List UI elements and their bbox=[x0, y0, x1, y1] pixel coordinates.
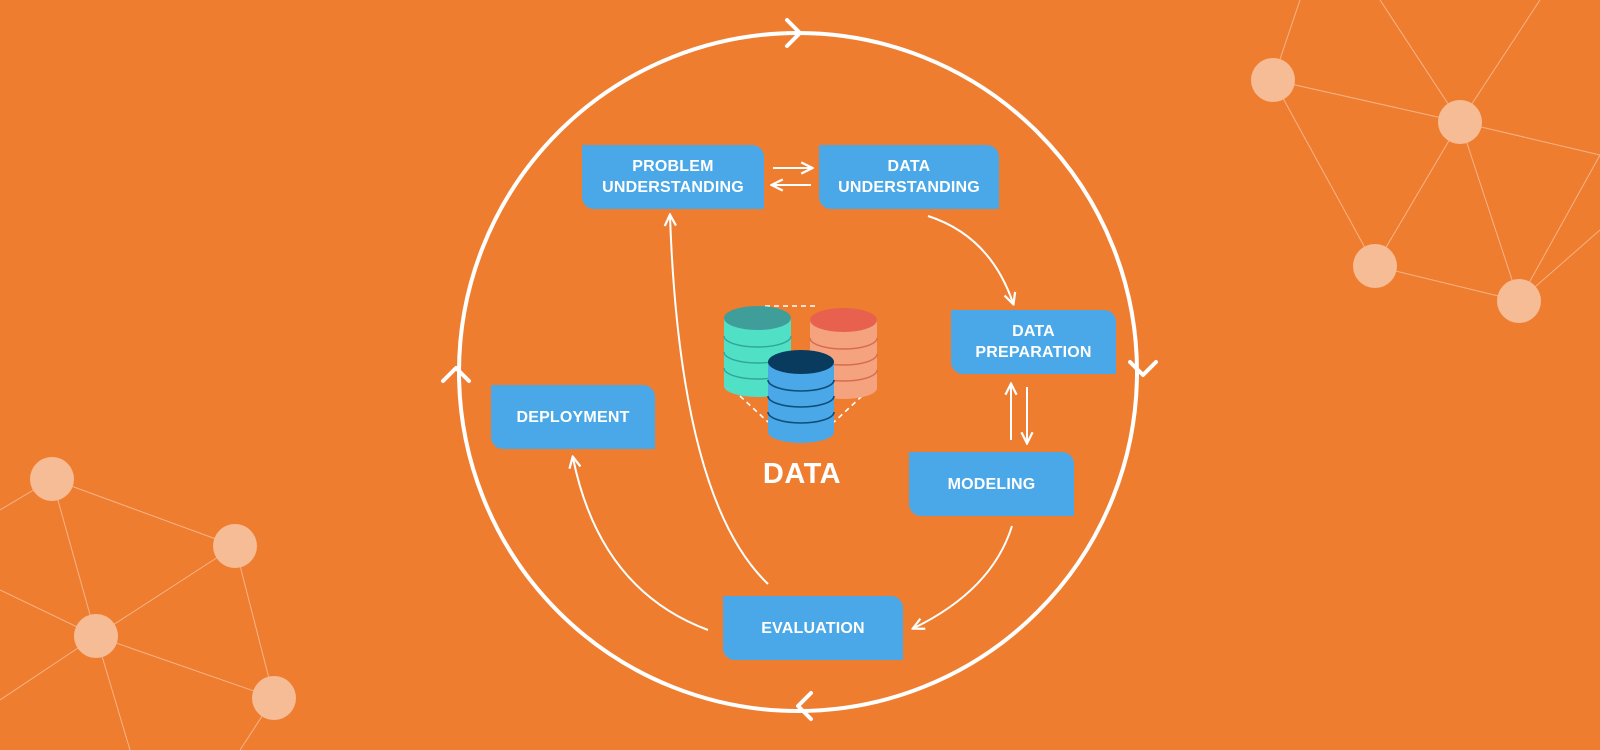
network-graph-top-right-nodes bbox=[1251, 58, 1541, 323]
stage-data-understanding-label: DATA UNDERSTANDING bbox=[838, 158, 980, 196]
bidirectional-arrow-top-icon bbox=[773, 168, 811, 185]
ring-chevron-down-icon bbox=[1128, 360, 1158, 377]
stage-deployment-label: DEPLOYMENT bbox=[516, 408, 630, 426]
network-node bbox=[30, 457, 74, 501]
arrow-understanding-to-preparation bbox=[927, 215, 1013, 303]
ring-chevron-right-icon bbox=[785, 18, 802, 48]
stage-deployment[interactable]: DEPLOYMENT bbox=[491, 385, 655, 449]
stage-modeling[interactable]: MODELING bbox=[909, 452, 1074, 516]
database-stack-icon bbox=[723, 305, 878, 443]
stage-problem-understanding[interactable]: PROBLEM UNDERSTANDING bbox=[582, 145, 764, 209]
network-node bbox=[1353, 244, 1397, 288]
network-graph-bottom-left-nodes bbox=[30, 457, 296, 720]
network-graph-top-right-icon bbox=[1272, 0, 1600, 302]
network-node bbox=[1251, 58, 1295, 102]
network-node bbox=[1497, 279, 1541, 323]
network-node bbox=[252, 676, 296, 720]
stage-data-preparation[interactable]: DATA PREPARATION bbox=[951, 310, 1116, 374]
ring-chevron-left-icon bbox=[796, 691, 813, 721]
database-blue-icon bbox=[767, 350, 835, 443]
network-node bbox=[74, 614, 118, 658]
stage-problem-understanding-label: PROBLEM UNDERSTANDING bbox=[602, 158, 744, 196]
ring-chevron-up-icon bbox=[441, 366, 471, 383]
bidirectional-arrow-right-icon bbox=[1011, 385, 1027, 442]
stage-evaluation-label: EVALUATION bbox=[761, 619, 865, 637]
center-data-label: DATA bbox=[762, 458, 842, 490]
network-node bbox=[213, 524, 257, 568]
stage-data-understanding[interactable]: DATA UNDERSTANDING bbox=[819, 145, 999, 209]
arrow-evaluation-to-deployment bbox=[573, 458, 709, 631]
arrow-evaluation-to-problem bbox=[670, 216, 769, 585]
network-node bbox=[1438, 100, 1482, 144]
stage-data-preparation-label: DATA PREPARATION bbox=[975, 323, 1092, 361]
arrow-modeling-to-evaluation bbox=[914, 525, 1013, 628]
stage-evaluation[interactable]: EVALUATION bbox=[723, 596, 903, 660]
stage-modeling-label: MODELING bbox=[947, 475, 1036, 493]
